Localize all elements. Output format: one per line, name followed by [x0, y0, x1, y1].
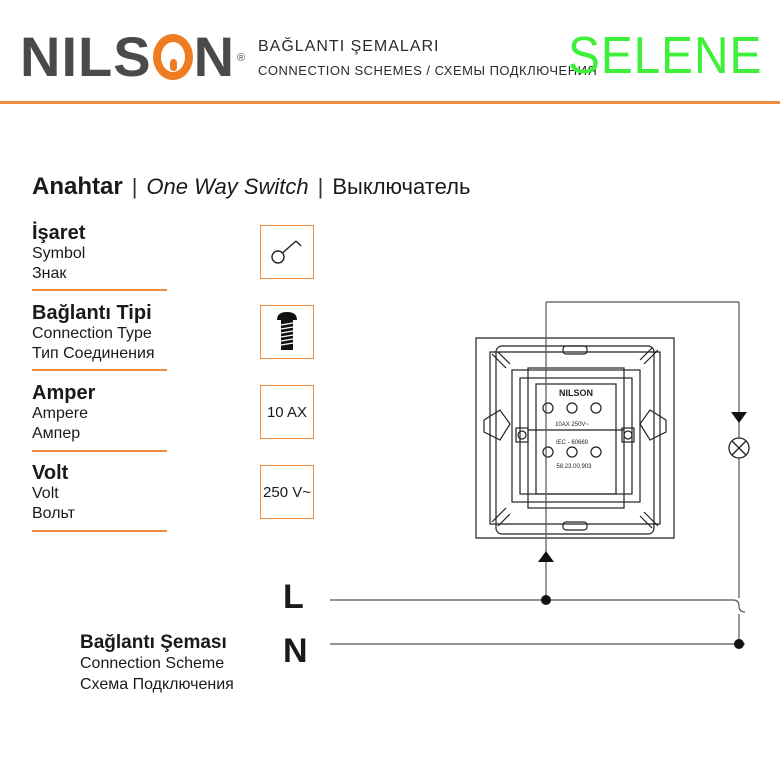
lamp-icon — [728, 437, 750, 459]
spec-volt-en: Volt — [32, 485, 59, 502]
ampere-value-box: 10 AX — [260, 385, 314, 439]
scheme-title: Bağlantı Şeması — [80, 632, 227, 653]
title-separator: | — [131, 174, 138, 199]
series-name: SELENE — [568, 27, 763, 85]
spec-symbol-en: Symbol — [32, 245, 86, 262]
spec-volt-title: Volt — [32, 462, 69, 484]
spec-symbol-ru: Знак — [32, 265, 67, 282]
switch-symbol-box — [260, 225, 314, 279]
spec-connection-ru: Тип Соединения — [32, 345, 155, 362]
spec-divider — [32, 450, 167, 452]
mechanism-standard: IEC - 60669 — [556, 440, 589, 446]
scheme-label: Bağlantı Şeması Connection Scheme Схема … — [80, 632, 234, 695]
product-name-ru: Выключатель — [332, 174, 471, 199]
ampere-value: 10 AX — [266, 403, 308, 421]
scheme-ru: Схема Подключения — [80, 676, 234, 693]
spec-divider — [32, 530, 167, 532]
spec-ampere-ru: Ампер — [32, 425, 81, 442]
line-label: L — [283, 578, 304, 616]
mechanism-rating: 10AX 250V~ — [555, 422, 589, 428]
spec-connection-en: Connection Type — [32, 325, 152, 342]
header-title-en-ru: CONNECTION SCHEMES / СХЕМЫ ПОДКЛЮЧЕНИЯ — [258, 63, 598, 78]
brand-text-s: S — [113, 25, 152, 88]
down-arrow-icon — [731, 412, 747, 423]
spec-connection-title: Bağlantı Tipi — [32, 302, 152, 324]
header-title-tr: BAĞLANTI ŞEMALARI — [258, 38, 440, 55]
scheme-en: Connection Scheme — [80, 655, 225, 672]
spec-volt: Volt Volt Вольт — [32, 462, 75, 524]
product-title: Anahtar | One Way Switch | Выключатель — [32, 173, 470, 201]
up-arrow-icon — [538, 551, 554, 562]
screw-box — [260, 305, 314, 359]
line-junction-dot — [541, 595, 551, 605]
spec-connection: Bağlantı Tipi Connection Type Тип Соедин… — [32, 302, 155, 364]
volt-value: 250 V~ — [263, 483, 311, 501]
neutral-junction-dot — [734, 639, 744, 649]
spec-ampere: Amper Ampere Ампер — [32, 382, 95, 444]
spec-symbol: İşaret Symbol Знак — [32, 222, 85, 284]
mechanism-brand: NILSON — [559, 388, 593, 398]
product-name-tr: Anahtar — [32, 173, 123, 200]
spec-symbol-title: İşaret — [32, 222, 86, 244]
screw-icon — [277, 312, 297, 350]
brand-text-right: N — [193, 25, 236, 88]
header-divider — [0, 101, 780, 104]
switch-mechanism — [475, 337, 675, 539]
title-separator: | — [317, 174, 324, 199]
spec-ampere-en: Ampere — [32, 405, 89, 422]
neutral-label: N — [283, 632, 308, 670]
switch-symbol-icon — [271, 240, 302, 264]
spec-divider — [32, 289, 167, 291]
brand-o-icon — [152, 34, 193, 80]
spec-divider — [32, 369, 167, 371]
product-name-en: One Way Switch — [146, 174, 309, 199]
spec-volt-ru: Вольт — [32, 505, 75, 522]
wires — [330, 301, 746, 645]
volt-value-box: 250 V~ — [260, 465, 314, 519]
spec-ampere-title: Amper — [32, 382, 96, 404]
brand-text-left: NIL — [20, 25, 114, 88]
mechanism-code: 58.23.00.903 — [556, 464, 592, 470]
registered-mark: ® — [237, 52, 247, 64]
